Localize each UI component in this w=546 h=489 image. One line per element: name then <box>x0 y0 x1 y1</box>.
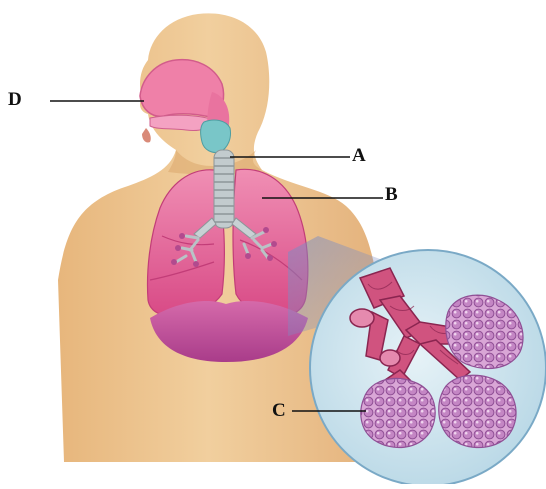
lips <box>142 128 151 143</box>
larynx <box>201 120 231 153</box>
bronchiole-opening-top <box>350 309 374 327</box>
label-a: A <box>352 146 366 165</box>
alveoli-cluster-lower-right <box>439 375 516 447</box>
label-d: D <box>8 90 22 109</box>
zoom-circle <box>310 250 546 484</box>
label-c: C <box>272 401 286 420</box>
label-b: B <box>385 185 398 204</box>
alveoli-cluster-lower-left <box>361 379 435 448</box>
zoom-background <box>310 250 546 484</box>
trachea-tube <box>214 150 234 228</box>
bronchiole-opening-mid <box>380 350 400 366</box>
trachea <box>214 150 234 228</box>
